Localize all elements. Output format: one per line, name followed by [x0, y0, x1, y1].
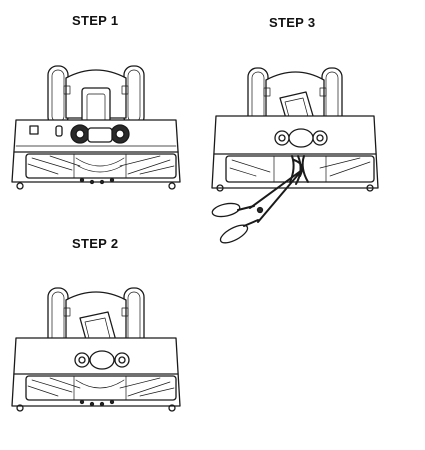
scissors-icon	[211, 169, 303, 244]
step1-label: STEP 1	[72, 13, 119, 28]
step2-label: STEP 2	[72, 236, 119, 251]
step3-label: STEP 3	[269, 15, 316, 30]
right-wheel	[123, 65, 145, 127]
brushroll	[25, 153, 177, 179]
head-body	[11, 119, 181, 183]
step1-vacuum-head-illustration	[11, 65, 181, 190]
step3-vacuum-head-illustration	[211, 67, 379, 244]
left-wheel	[47, 65, 69, 127]
step2-vacuum-head-illustration	[11, 287, 181, 412]
